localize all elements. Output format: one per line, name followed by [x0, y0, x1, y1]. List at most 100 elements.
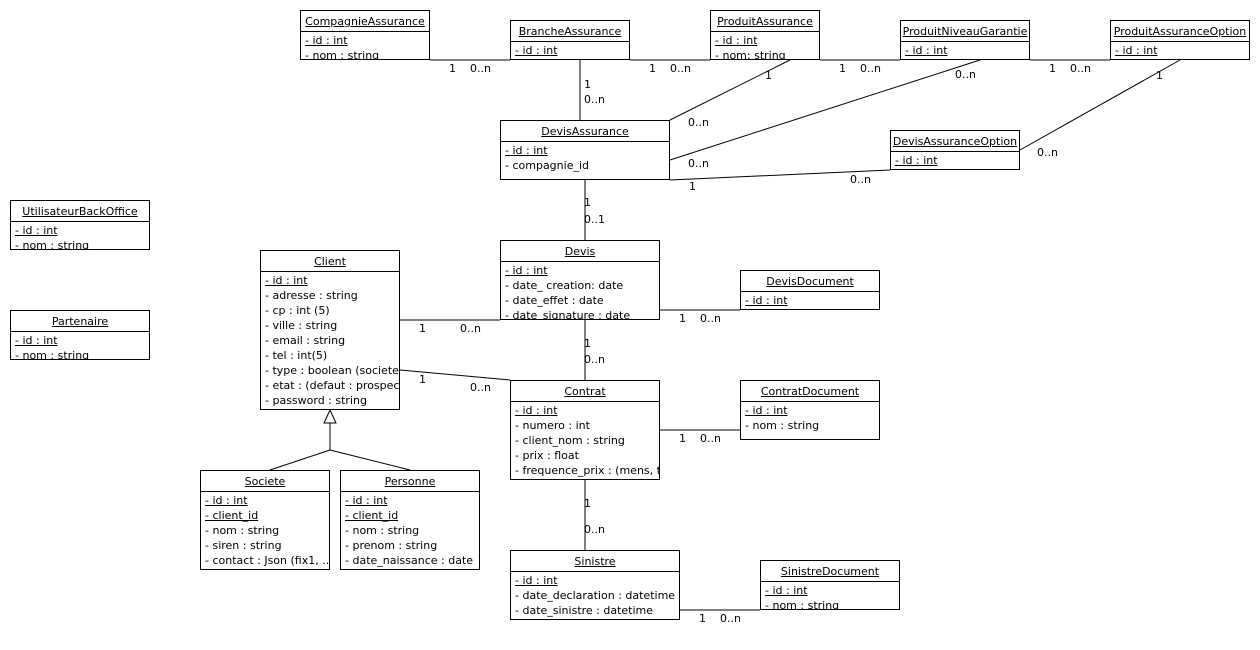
- multiplicity-label: 1: [584, 497, 591, 510]
- class-attribute: - nom : string: [205, 524, 280, 537]
- class-produit-assurance-option[interactable]: ProduitAssuranceOption - id : int: [1110, 20, 1250, 60]
- multiplicity-label: 0..1: [584, 213, 605, 226]
- multiplicity-label: 1: [679, 432, 686, 445]
- class-attribute: - tel : int(5): [265, 349, 328, 362]
- class-name: Societe: [201, 471, 329, 492]
- class-name: Partenaire: [11, 311, 149, 332]
- class-attribute: - id : int: [515, 574, 558, 587]
- class-attribute: - nom : string: [745, 419, 820, 432]
- class-personne[interactable]: Personne - id : int - client_id - nom : …: [340, 470, 480, 570]
- class-attribute: - nom : string: [345, 524, 420, 537]
- class-attribute: - date_effet : date: [505, 294, 604, 307]
- class-name: Sinistre: [511, 551, 679, 572]
- class-attribute: - id : int: [1115, 44, 1158, 57]
- class-name: ProduitAssuranceOption: [1111, 21, 1249, 42]
- multiplicity-label: 1: [839, 62, 846, 75]
- class-name: UtilisateurBackOffice: [11, 201, 149, 222]
- class-name: ProduitAssurance: [711, 11, 819, 32]
- multiplicity-label: 0..n: [584, 353, 605, 366]
- class-attribute: - frequence_prix : (mens, t: [515, 464, 660, 477]
- class-attribute: - id : int: [515, 44, 558, 57]
- multiplicity-label: 1: [699, 612, 706, 625]
- class-attribute: - id : int: [505, 144, 548, 157]
- class-attribute: - date_signature : date: [505, 309, 631, 320]
- class-attribute: - contact : Json (fix1, ...: [205, 554, 330, 567]
- multiplicity-label: 1: [419, 373, 426, 386]
- class-attribute: - client_nom : string: [515, 434, 625, 447]
- class-attribute: - id : int: [745, 404, 788, 417]
- class-name: Client: [261, 251, 399, 272]
- class-name: DevisDocument: [741, 271, 879, 292]
- class-attribute: - numero : int: [515, 419, 590, 432]
- class-name: DevisAssurance: [501, 121, 669, 142]
- class-sinistre[interactable]: Sinistre - id : int - date_declaration :…: [510, 550, 680, 620]
- class-sinistre-document[interactable]: SinistreDocument - id : int - nom : stri…: [760, 560, 900, 610]
- class-name: DevisAssuranceOption: [891, 131, 1019, 152]
- multiplicity-label: 0..n: [860, 62, 881, 75]
- class-attribute: - date_sinistre : datetime: [515, 604, 654, 617]
- class-attribute: - nom : string: [15, 349, 90, 360]
- class-attribute: - type : boolean (societe: [265, 364, 399, 377]
- class-attribute: - siren : string: [205, 539, 282, 552]
- class-contrat-document[interactable]: ContratDocument - id : int - nom : strin…: [740, 380, 880, 440]
- multiplicity-label: 0..n: [470, 381, 491, 394]
- class-attribute: - id : int: [745, 294, 788, 307]
- class-attribute: - id : int: [265, 274, 308, 287]
- multiplicity-label: 1: [419, 322, 426, 335]
- class-attribute: - email : string: [265, 334, 346, 347]
- class-attribute: - etat : (defaut : prospec: [265, 379, 400, 392]
- class-attribute: - id : int: [715, 34, 758, 47]
- class-attribute: - id : int: [15, 334, 58, 347]
- link-client-contrat: [399, 369, 511, 381]
- class-branche-assurance[interactable]: BrancheAssurance - id : int: [510, 20, 630, 60]
- class-name: ProduitNiveauGarantie: [901, 21, 1029, 42]
- multiplicity-label: 0..n: [584, 93, 605, 106]
- class-name: Devis: [501, 241, 659, 262]
- class-produit-niveau-garantie[interactable]: ProduitNiveauGarantie - id : int: [900, 20, 1030, 60]
- class-attribute: - date_ creation: date: [505, 279, 624, 292]
- multiplicity-label: 1: [584, 337, 591, 350]
- class-attribute: - client_id: [205, 509, 259, 522]
- multiplicity-label: 0..n: [670, 62, 691, 75]
- class-attribute: - date_declaration : datetime: [515, 589, 676, 602]
- multiplicity-label: 1: [584, 196, 591, 209]
- class-attribute: - id : int: [515, 404, 558, 417]
- class-attribute: - compagnie_id: [505, 159, 589, 172]
- multiplicity-label: 0..n: [700, 312, 721, 325]
- class-devis[interactable]: Devis - id : int - date_ creation: date …: [500, 240, 660, 320]
- class-attribute: - ville : string: [265, 319, 338, 332]
- class-name: SinistreDocument: [761, 561, 899, 582]
- multiplicity-label: 0..n: [584, 523, 605, 536]
- multiplicity-label: 0..n: [460, 322, 481, 335]
- class-produit-assurance[interactable]: ProduitAssurance - id : int - nom: strin…: [710, 10, 820, 60]
- class-attribute: - date_naissance : date: [345, 554, 474, 567]
- multiplicity-label: 1: [449, 62, 456, 75]
- link-niveau-devisassurance: [669, 59, 981, 161]
- class-client[interactable]: Client - id : int - adresse : string - c…: [260, 250, 400, 410]
- class-utilisateur-back-office[interactable]: UtilisateurBackOffice - id : int - nom :…: [10, 200, 150, 250]
- class-attribute: - cp : int (5): [265, 304, 330, 317]
- class-contrat[interactable]: Contrat - id : int - numero : int - clie…: [510, 380, 660, 480]
- class-attribute: - id : int: [205, 494, 248, 507]
- class-attribute: - id : int: [15, 224, 58, 237]
- link-produit-devisassurance: [669, 59, 791, 121]
- class-societe[interactable]: Societe - id : int - client_id - nom : s…: [200, 470, 330, 570]
- multiplicity-label: 0..n: [688, 157, 709, 170]
- multiplicity-label: 1: [765, 69, 772, 82]
- class-attribute: - id : int: [505, 264, 548, 277]
- class-partenaire[interactable]: Partenaire - id : int - nom : string: [10, 310, 150, 360]
- class-attribute: - id : int: [305, 34, 348, 47]
- class-attribute: - id : int: [895, 154, 938, 167]
- multiplicity-label: 0..n: [1037, 146, 1058, 159]
- class-devis-assurance[interactable]: DevisAssurance - id : int - compagnie_id: [500, 120, 670, 180]
- multiplicity-label: 0..n: [720, 612, 741, 625]
- class-compagnie-assurance[interactable]: CompagnieAssurance - id : int - nom : st…: [300, 10, 430, 60]
- class-name: Contrat: [511, 381, 659, 402]
- inheritance-arrow-icon: [323, 408, 337, 424]
- class-name: ContratDocument: [741, 381, 879, 402]
- class-devis-document[interactable]: DevisDocument - id : int: [740, 270, 880, 310]
- inheritance-branch-societe: [269, 449, 331, 471]
- class-devis-assurance-option[interactable]: DevisAssuranceOption - id : int: [890, 130, 1020, 170]
- class-attribute: - nom : string: [765, 599, 840, 610]
